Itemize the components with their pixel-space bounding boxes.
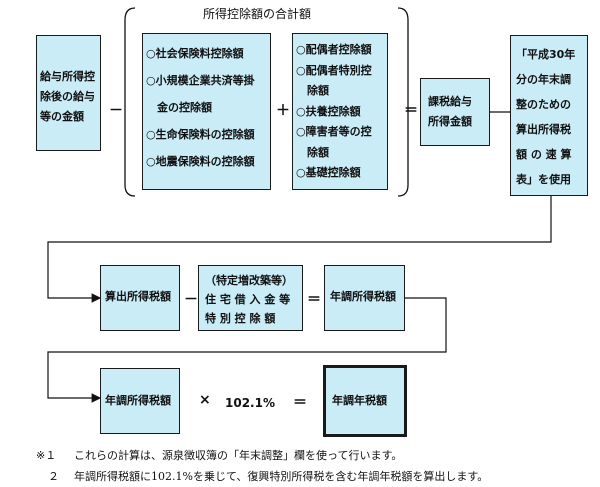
deduction-item: 金の控除額 xyxy=(157,101,212,114)
box-line: 所得金額 xyxy=(428,115,472,128)
deduction-item: ○扶養控除額 xyxy=(296,104,361,118)
box-line: 「平成30年 xyxy=(516,48,576,61)
annual-tax-box: 年調所得税額 xyxy=(324,265,405,331)
box-line: 算出所得税 xyxy=(516,123,571,136)
box-line: 分の年末調 xyxy=(516,73,571,86)
deduction-item: ○障害者等の控 xyxy=(296,125,372,138)
box-line: 給与所得控 xyxy=(40,70,95,83)
box-line: 年調所得税額 xyxy=(105,394,171,407)
box-line: 額 の 速 算 xyxy=(516,148,572,161)
box-line: 表」を使用 xyxy=(516,173,571,186)
deduction-group-left: ○社会保険料控除額 ○小規模企業共済等掛 金の控除額 ○生命保険料の控除額 ○地… xyxy=(142,33,271,190)
deduction-item: ○配偶者控除額 xyxy=(296,43,372,56)
box-line: 年調年税額 xyxy=(332,394,387,407)
box-line: 算出所得税額 xyxy=(105,290,171,303)
equals-operator: ＝ xyxy=(293,395,307,411)
calculated-tax-box: 算出所得税額 xyxy=(100,265,180,331)
deduction-item: ○社会保険料控除額 xyxy=(146,47,244,60)
deduction-item: ○地震保険料の控除額 xyxy=(146,155,255,168)
deduction-group-right: ○配偶者控除額 ○配偶者特別控 除額 ○扶養控除額 ○障害者等の控 除額 ○基礎… xyxy=(292,33,388,190)
housing-loan-deduction-box: （特定増改築等） 住 宅 借 入 金 等 特 別 控 除 額 xyxy=(198,265,303,331)
box-line: 除後の給与 xyxy=(40,90,95,103)
equals-operator: ＝ xyxy=(404,103,418,119)
deduction-item: ○基礎控除額 xyxy=(296,166,361,179)
deduction-item: 除額 xyxy=(307,84,329,97)
group-title: 所得控除額の合計額 xyxy=(203,7,312,21)
note-mark: ※１ xyxy=(36,449,57,462)
times-operator: × xyxy=(199,392,211,408)
quick-table-box: 「平成30年 分の年末調 整のための 算出所得税 額 の 速 算 表」を使用 xyxy=(510,35,588,196)
deduction-item: ○生命保険料の控除額 xyxy=(146,128,255,141)
box-line: （特定増改築等） xyxy=(205,274,293,287)
box-line: 課税給与 xyxy=(428,95,472,108)
minus-operator: － xyxy=(109,103,123,119)
box-line: 住 宅 借 入 金 等 xyxy=(205,293,291,306)
minus-operator: － xyxy=(184,292,198,308)
taxable-income-box: 課税給与 所得金額 xyxy=(420,78,490,146)
equals-operator: ＝ xyxy=(307,292,321,308)
box-line: 特 別 控 除 額 xyxy=(205,312,276,325)
final-annual-tax-box: 年調年税額 xyxy=(323,365,407,437)
salary-income-box: 給与所得控 除後の給与 等の金額 xyxy=(36,35,101,151)
deduction-item: ○配偶者特別控 xyxy=(296,63,372,77)
rate-value: 102.1% xyxy=(225,396,275,410)
note-text: 年調所得税額に102.1%を乗じて、復興特別所得税を含む年調年税額を算出します。 xyxy=(74,470,489,483)
box-line: 年調所得税額 xyxy=(330,290,396,303)
deduction-item: 除額 xyxy=(307,145,329,159)
note-mark: ２ xyxy=(48,470,59,483)
plus-operator: ＋ xyxy=(276,103,290,119)
box-line: 等の金額 xyxy=(40,110,84,123)
note-text: これらの計算は、源泉徴収簿の「年末調整」欄を使って行います。 xyxy=(74,449,403,462)
deduction-item: ○小規模企業共済等掛 xyxy=(146,74,255,87)
annual-tax-box-bottom: 年調所得税額 xyxy=(100,368,180,434)
box-line: 整のための xyxy=(516,98,571,111)
